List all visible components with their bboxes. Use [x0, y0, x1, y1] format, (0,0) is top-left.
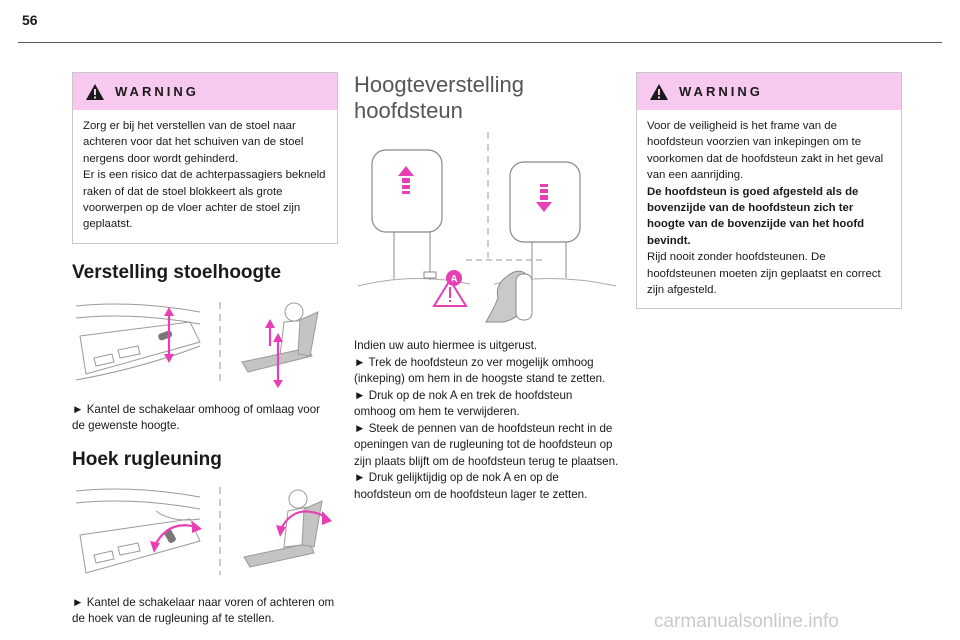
column-middle: Hoogteverstelling hoofdsteun A [354, 72, 620, 503]
text-line: geplaatst. [83, 218, 133, 231]
text-line: ► Kantel de schakelaar naar voren of ach… [72, 595, 335, 609]
warning-box-left: WARNING Zorg er bij het verstellen van d… [72, 72, 338, 244]
text-line-bold: bevindt. [647, 234, 691, 247]
section-heading-backrest: Hoek rugleuning [72, 448, 222, 470]
text-line: nergens door wordt gehinderd. [83, 152, 239, 165]
seat-height-instructions: ► Kantel de schakelaar omhoog of omlaag … [72, 402, 338, 435]
text-line: ► Druk op de nok A en trek de hoofdsteun [354, 388, 573, 402]
text-line: hoofdsteun om de hoofdsteun lager te zet… [354, 487, 588, 501]
text-line-bold: hoogte van de bovenzijde van het hoofd [647, 218, 865, 231]
headrest-instructions: Indien uw auto hiermee is uitgerust. ► T… [354, 338, 620, 503]
watermark-link[interactable]: carmanualsonline.info [654, 611, 839, 632]
text-line: de hoek van de rugleuning af te stellen. [72, 612, 275, 626]
text-line: ► Druk gelijktijdig op de nok A en op de [354, 471, 559, 484]
text-line: (inkeping) om hem in de hoogste stand te… [354, 372, 606, 385]
warning-title: WARNING [679, 84, 763, 99]
text-line: hoofdsteunen moeten zijn geplaatst en co… [647, 267, 881, 280]
text-line: hoofdsteun voorzien van inkepingen om te [647, 136, 862, 149]
column-right: WARNING Voor de veiligheid is het frame … [636, 72, 902, 310]
text-line: ► Kantel de schakelaar omhoog of omlaag … [72, 402, 321, 416]
warning-title: WARNING [115, 84, 199, 99]
text-line: Indien uw auto hiermee is uitgerust. [354, 339, 538, 352]
text-line: openingen van de rugleuning tot de hoofd… [354, 438, 613, 451]
backrest-angle-illustration [75, 486, 332, 575]
text-line: achteren voor dat het schuiven van de st… [83, 136, 304, 149]
text-line: voorwerpen op de vloer achter de stoel z… [83, 202, 301, 215]
headrest-heading-line2: hoofdsteun [354, 98, 463, 123]
headrest-illustration: A [357, 132, 617, 323]
text-line: raken of dat de stoel blokkeert als grot… [83, 185, 283, 198]
text-line: voorkomen dat de hoofdsteun zakt in het … [647, 152, 884, 165]
text-line: Rijd nooit zonder hoofdsteunen. De [647, 251, 826, 264]
text-line: Voor de veiligheid is het frame van de [647, 120, 837, 132]
warning-triangle-icon [86, 83, 104, 100]
text-line: de gewenste hoogte. [72, 419, 180, 433]
text-line: zijn plaats blijft om de hoofdsteun teru… [354, 454, 619, 468]
text-line-bold: bovenzijde van de hoofdsteun zich ter [647, 202, 854, 215]
text-line: ► Trek de hoofdsteun zo ver mogelijk omh… [354, 355, 594, 369]
warning-box-right: WARNING Voor de veiligheid is het frame … [636, 72, 902, 310]
top-rule [18, 42, 942, 43]
section-heading-seat-height: Verstelling stoelhoogte [72, 261, 282, 283]
text-line: Zorg er bij het verstellen van de stoel … [83, 120, 296, 132]
callout-marker-a: A [450, 274, 457, 285]
seat-height-illustration [75, 301, 319, 388]
text-line: Er is een risico dat de achterpassagiers… [83, 169, 326, 182]
warning-header: WARNING [73, 73, 337, 110]
text-line-bold: De hoofdsteun is goed afgesteld als de [647, 185, 859, 198]
warning-triangle-icon [650, 83, 668, 100]
backrest-instructions: ► Kantel de schakelaar naar voren of ach… [72, 595, 338, 628]
text-line: van een aanrijding. [647, 169, 744, 182]
warning-triangle-icon [432, 278, 468, 307]
text-line: zijn afgesteld. [647, 284, 717, 297]
text-line: omhoog om hem te verwijderen. [354, 405, 520, 418]
warning-header: WARNING [637, 73, 901, 110]
warning-text: Voor de veiligheid is het frame van de h… [637, 110, 901, 308]
warning-text: Zorg er bij het verstellen van de stoel … [73, 110, 337, 243]
column-left: WARNING Zorg er bij het verstellen van d… [72, 72, 338, 628]
text-line: ► Steek de pennen van de hoofdsteun rech… [354, 421, 613, 435]
headrest-heading-line1: Hoogteverstelling [354, 72, 524, 97]
page-number: 56 [22, 12, 38, 28]
